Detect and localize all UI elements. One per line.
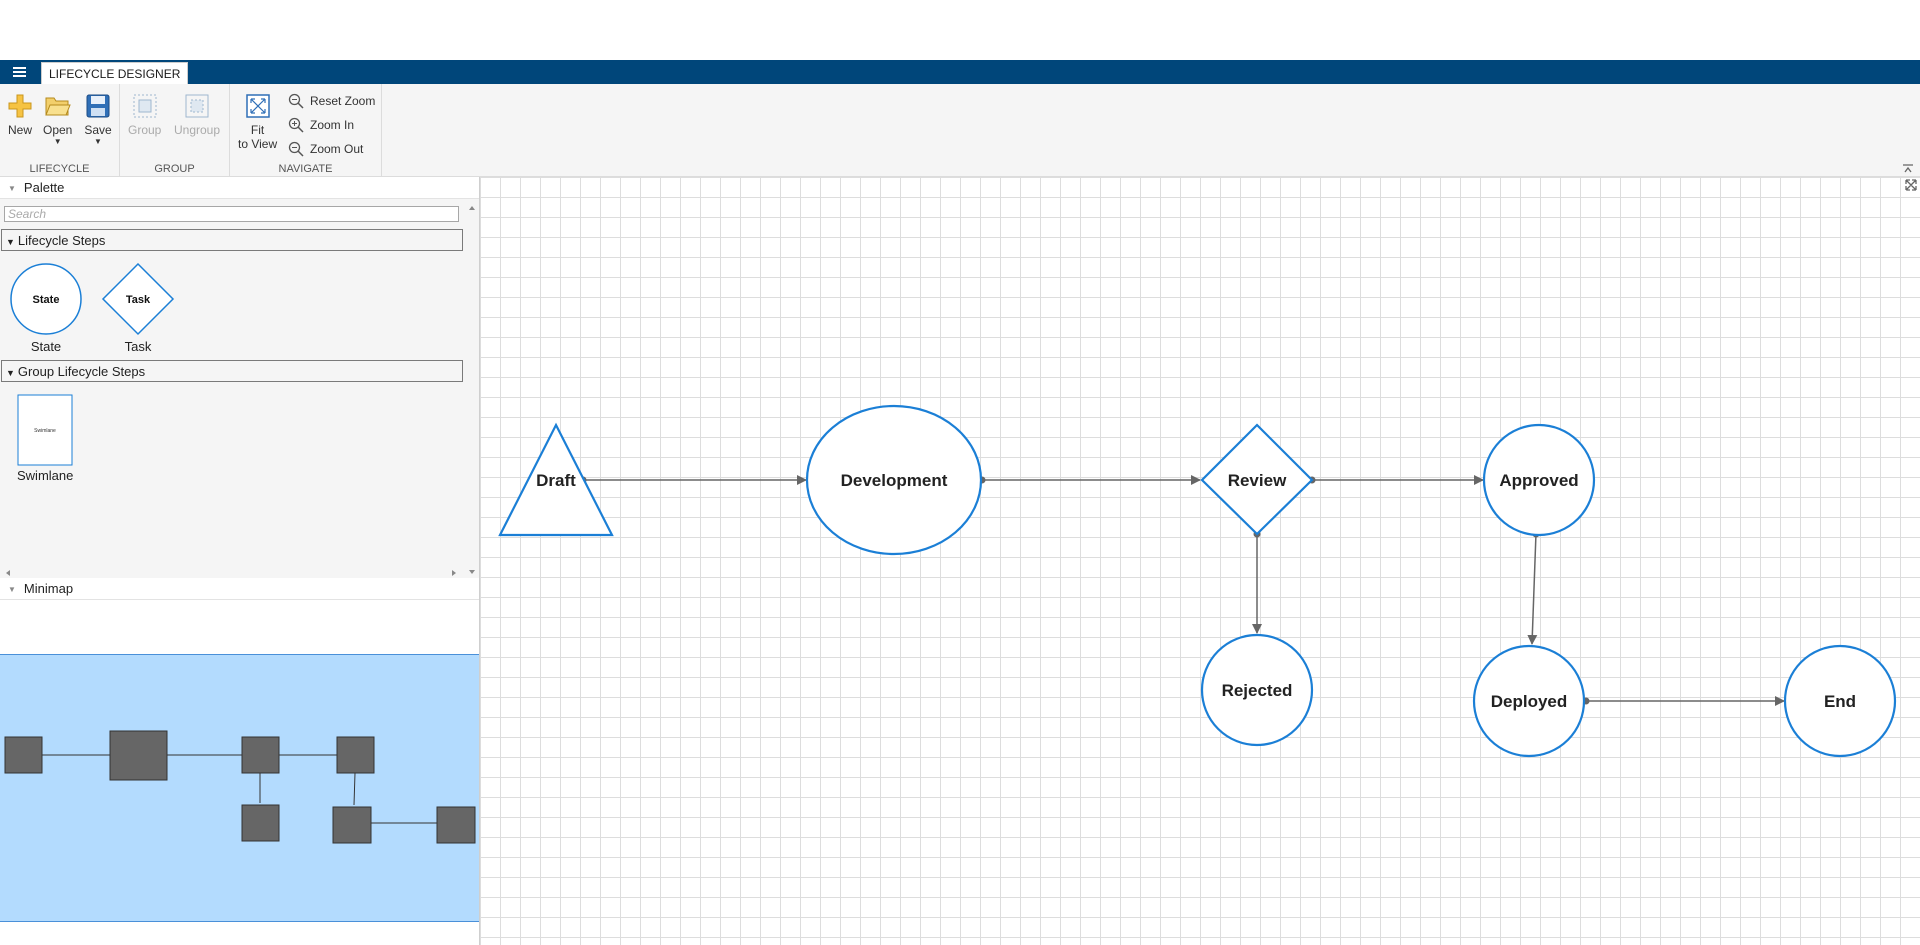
- minimap-node: [109, 730, 168, 781]
- expand-triangle-icon: ▼: [6, 237, 15, 247]
- minimap-header[interactable]: ▼ Minimap: [0, 578, 479, 600]
- palette-item-task[interactable]: Task Task: [101, 263, 175, 354]
- reset-zoom-label: Reset Zoom: [310, 94, 376, 108]
- group-button[interactable]: Group: [128, 92, 161, 137]
- state-shape: State: [10, 263, 82, 335]
- section-title: Lifecycle Steps: [17, 233, 106, 248]
- task-shape: Task: [101, 263, 175, 336]
- open-caret-icon: ▼: [53, 137, 62, 146]
- palette-item-label: Swimlane: [17, 468, 74, 483]
- diagram-canvas[interactable]: Draft Development Review Approved Reject…: [480, 177, 1920, 945]
- zoom-out-label: Zoom Out: [310, 142, 364, 156]
- section-lifecycle-steps[interactable]: ▼Lifecycle Steps: [1, 229, 463, 251]
- fit-to-view-icon: [244, 92, 272, 120]
- node-development[interactable]: Development: [805, 404, 983, 556]
- node-end[interactable]: End: [1783, 644, 1897, 758]
- zoom-out-button[interactable]: Zoom Out: [288, 140, 363, 158]
- connector-approved-deployed[interactable]: [1527, 532, 1538, 645]
- collapse-triangle-icon: ▼: [8, 584, 16, 594]
- fit-label-line2: to View: [238, 137, 278, 151]
- group-group: Group Ungroup GROUP: [120, 84, 230, 177]
- diagram-svg: Draft Development Review Approved Reject…: [498, 179, 1917, 758]
- top-blank-area: [0, 0, 1920, 60]
- state-shape-text: State: [33, 294, 60, 306]
- palette-title: Palette: [23, 180, 65, 195]
- group-icon: [131, 92, 159, 120]
- reset-zoom-icon: [288, 93, 304, 109]
- zoom-in-label: Zoom In: [310, 118, 355, 132]
- hamburger-icon: [12, 67, 26, 77]
- title-bar: LIFECYCLE DESIGNER: [0, 60, 1920, 84]
- ungroup-label: Ungroup: [174, 123, 221, 137]
- zoom-in-button[interactable]: Zoom In: [288, 116, 354, 134]
- hamburger-menu-button[interactable]: [0, 60, 38, 84]
- palette-horizontal-scrollbar[interactable]: [0, 567, 466, 579]
- minimap-node: [332, 806, 372, 844]
- collapse-ribbon-icon[interactable]: [1902, 164, 1914, 174]
- node-rejected-label: Rejected: [1222, 681, 1293, 700]
- save-label: Save: [84, 123, 112, 137]
- palette-item-swimlane[interactable]: Swimlane Swimlane: [17, 394, 73, 483]
- minimap-node: [241, 804, 280, 842]
- minimap-viewport[interactable]: [0, 654, 479, 922]
- group-group-label: GROUP: [154, 163, 195, 175]
- palette-vertical-scrollbar[interactable]: [466, 201, 478, 579]
- save-button[interactable]: Save ▼: [84, 92, 112, 146]
- ungroup-button[interactable]: Ungroup: [174, 92, 220, 137]
- zoom-out-icon: [288, 141, 304, 157]
- node-development-label: Development: [841, 471, 948, 490]
- minimap-node: [336, 736, 375, 774]
- expand-canvas-icon[interactable]: [1905, 179, 1917, 191]
- section-title: Group Lifecycle Steps: [17, 364, 146, 379]
- plus-icon: [6, 92, 34, 120]
- new-label: New: [7, 123, 32, 137]
- node-rejected[interactable]: Rejected: [1200, 633, 1314, 747]
- node-draft-label: Draft: [536, 471, 576, 490]
- collapse-triangle-icon: ▼: [8, 183, 16, 193]
- ungroup-icon: [183, 92, 211, 120]
- node-end-label: End: [1824, 692, 1856, 711]
- fit-label-line1: Fit: [250, 123, 265, 137]
- section-group-lifecycle-steps[interactable]: ▼Group Lifecycle Steps: [1, 360, 463, 382]
- minimap-node: [436, 806, 476, 844]
- node-approved[interactable]: Approved: [1482, 423, 1596, 537]
- palette-item-state[interactable]: State State: [9, 263, 83, 354]
- node-draft[interactable]: Draft: [498, 422, 614, 537]
- minimap-title: Minimap: [23, 581, 74, 596]
- open-label: Open: [43, 123, 73, 137]
- node-deployed-label: Deployed: [1491, 692, 1568, 711]
- palette-item-label: Task: [124, 339, 152, 354]
- minimap[interactable]: [0, 600, 479, 945]
- node-review-label: Review: [1228, 471, 1287, 490]
- open-button[interactable]: Open ▼: [43, 92, 72, 146]
- new-button[interactable]: New: [6, 92, 34, 137]
- fit-to-view-button[interactable]: Fit to View: [238, 92, 277, 151]
- floppy-disk-icon: [84, 92, 112, 120]
- palette-item-label: State: [30, 339, 62, 354]
- palette-search-input[interactable]: [4, 206, 459, 222]
- navigate-group-label: NAVIGATE: [278, 163, 333, 175]
- group-label: Group: [128, 123, 162, 137]
- node-deployed[interactable]: Deployed: [1472, 644, 1586, 758]
- task-shape-text: Task: [126, 294, 151, 306]
- reset-zoom-button[interactable]: Reset Zoom: [288, 92, 375, 110]
- node-review[interactable]: Review: [1200, 423, 1314, 536]
- swimlane-shape: Swimlane: [17, 394, 73, 466]
- expand-triangle-icon: ▼: [6, 368, 15, 378]
- swimlane-shape-text: Swimlane: [34, 428, 56, 434]
- minimap-node: [241, 736, 280, 774]
- lifecycle-group: New Open ▼ Save ▼ LIFECYCLE: [0, 84, 120, 177]
- lifecycle-group-label: LIFECYCLE: [29, 163, 90, 175]
- palette-header[interactable]: ▼ Palette: [0, 177, 479, 199]
- navigate-group: Fit to View NAVIGATE: [230, 84, 382, 177]
- minimap-node: [4, 736, 43, 774]
- app-tab[interactable]: LIFECYCLE DESIGNER: [41, 62, 189, 84]
- minimap-diagram: [4, 730, 476, 844]
- save-caret-icon: ▼: [94, 137, 102, 146]
- folder-icon: [44, 92, 72, 120]
- zoom-in-icon: [288, 117, 304, 133]
- ribbon-toolbar: New Open ▼ Save ▼ LIFECYCLE Group: [0, 84, 1920, 177]
- node-approved-label: Approved: [1499, 471, 1578, 490]
